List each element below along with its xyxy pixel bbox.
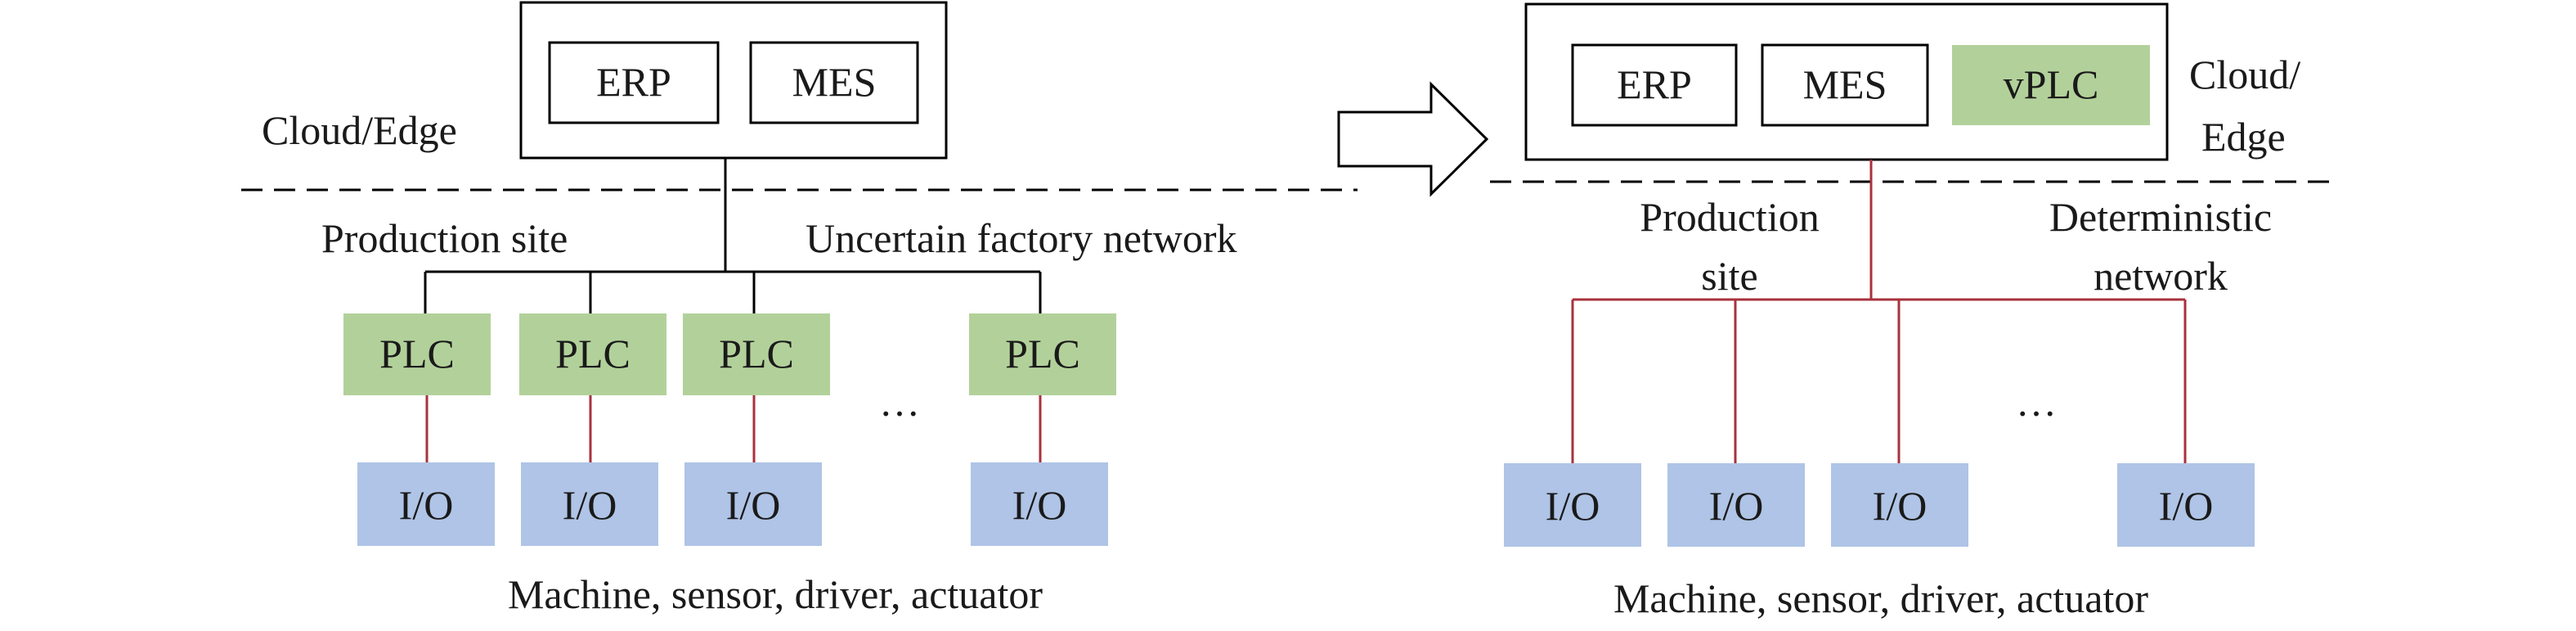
left-plc-box-1 <box>343 313 491 395</box>
left-io-label-4: I/O <box>1012 482 1067 528</box>
right-ellipsis: … <box>2016 379 2057 425</box>
right-erp-label: ERP <box>1617 61 1692 107</box>
right-io-label-3: I/O <box>1873 483 1928 529</box>
right-erp-box <box>1571 43 1738 127</box>
left-plc-box-2 <box>519 313 666 395</box>
right-network-lines <box>1571 160 2187 463</box>
left-erp-box <box>548 41 720 124</box>
right-network-label-line1: Deterministic <box>2049 194 2272 240</box>
left-field-label: Machine, sensor, driver, actuator <box>508 571 1043 617</box>
left-production-site-label: Production site <box>321 215 568 261</box>
left-plc-io-links <box>425 395 1042 462</box>
left-plc-label-1: PLC <box>379 331 455 376</box>
left-io-box-3 <box>684 462 822 546</box>
right-io-box-4 <box>2117 463 2255 547</box>
right-io-label-1: I/O <box>1546 483 1600 529</box>
right-io-box-1 <box>1504 463 1641 547</box>
right-io-label-4: I/O <box>2159 483 2214 529</box>
right-io-box-2 <box>1667 463 1805 547</box>
left-plc-box-3 <box>683 313 830 395</box>
left-plc-label-2: PLC <box>555 331 631 376</box>
left-io-box-1 <box>357 462 495 546</box>
left-enterprise-container <box>519 1 948 160</box>
right-vplc-box <box>1952 45 2150 125</box>
right-enterprise-container <box>1524 2 2169 161</box>
right-production-site-label-line2: site <box>1701 253 1757 299</box>
right-field-label: Machine, sensor, driver, actuator <box>1613 575 2148 621</box>
left-network-label: Uncertain factory network <box>806 215 1237 261</box>
right-io-box-3 <box>1831 463 1968 547</box>
left-io-box-4 <box>971 462 1108 546</box>
left-plc-box-4 <box>969 313 1116 395</box>
left-erp-label: ERP <box>596 59 671 105</box>
right-mes-box <box>1761 43 1929 127</box>
left-plc-label-4: PLC <box>1005 331 1080 376</box>
right-network-label-line2: network <box>2094 253 2228 299</box>
left-io-label-3: I/O <box>726 482 781 528</box>
right-cloud-edge-label-line1: Cloud/ <box>2189 52 2300 97</box>
left-ellipsis: … <box>879 379 920 425</box>
left-plc-label-3: PLC <box>719 331 794 376</box>
right-architecture: ERP MES vPLC Cloud/ Edge Production site… <box>1490 2 2340 621</box>
right-production-site-label-line1: Production <box>1640 194 1819 240</box>
right-arrow-icon <box>1337 81 1489 197</box>
left-cloud-edge-label: Cloud/Edge <box>262 107 457 153</box>
left-mes-box <box>749 41 919 124</box>
right-cloud-edge-label-line2: Edge <box>2201 114 2286 160</box>
left-mes-label: MES <box>792 59 877 105</box>
right-mes-label: MES <box>1803 61 1887 107</box>
left-io-label-2: I/O <box>563 482 617 528</box>
left-network-lines <box>424 158 1042 313</box>
right-vplc-label: vPLC <box>2004 61 2099 107</box>
left-io-box-2 <box>521 462 658 546</box>
right-io-label-2: I/O <box>1709 483 1764 529</box>
left-io-label-1: I/O <box>399 482 454 528</box>
left-architecture: ERP MES Cloud/Edge Production site Uncer… <box>241 1 1358 617</box>
